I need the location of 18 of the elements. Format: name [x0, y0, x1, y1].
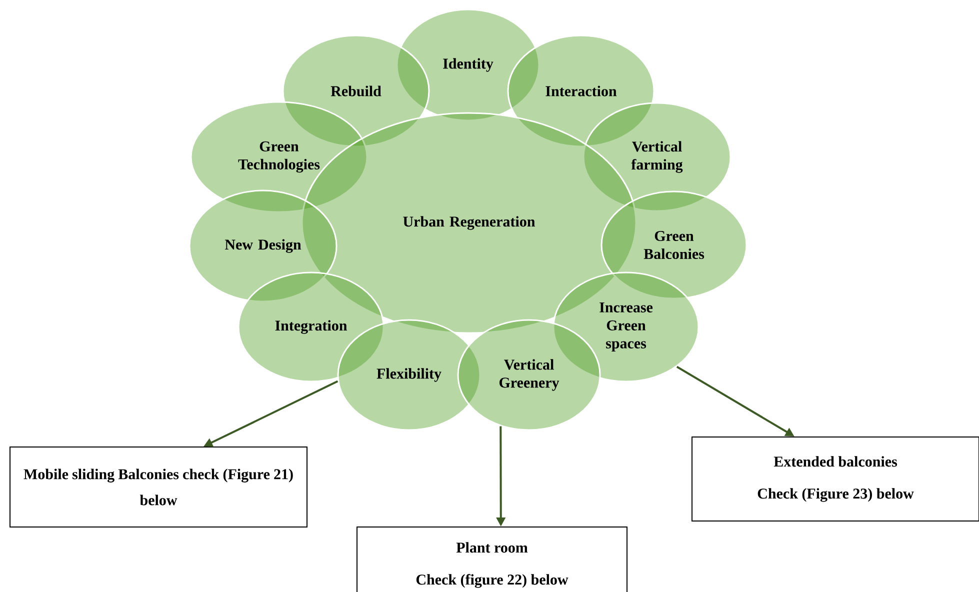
ellipse-label: Green Technologies	[238, 141, 320, 173]
ellipse-label: Green Balconies	[644, 230, 704, 260]
ellipse	[457, 319, 601, 431]
ellipse-label: Flexibility	[376, 368, 442, 382]
ellipse-label: Increase Green spaces	[600, 302, 653, 352]
ellipse-label: Urban Regeneration	[403, 216, 535, 230]
text-box: Plant room Check (figure 22) below	[356, 526, 628, 592]
ellipse-label: Vertical farming	[631, 141, 683, 173]
ellipse	[188, 190, 338, 302]
ellipse-label: Integration	[275, 320, 348, 334]
text-box: Extended balconies Check (Figure 23) below	[692, 436, 979, 522]
ellipse	[600, 190, 748, 300]
ellipse-label: New Design	[224, 239, 302, 253]
ellipse-label: Identity	[443, 58, 494, 72]
ellipse-label: Vertical Greenery	[499, 359, 560, 391]
ellipse-label: Interaction	[546, 86, 617, 96]
ellipse-label: Rebuild	[330, 86, 382, 96]
text-box: Mobile sliding Balconies check (Figure 21) below	[10, 446, 308, 528]
